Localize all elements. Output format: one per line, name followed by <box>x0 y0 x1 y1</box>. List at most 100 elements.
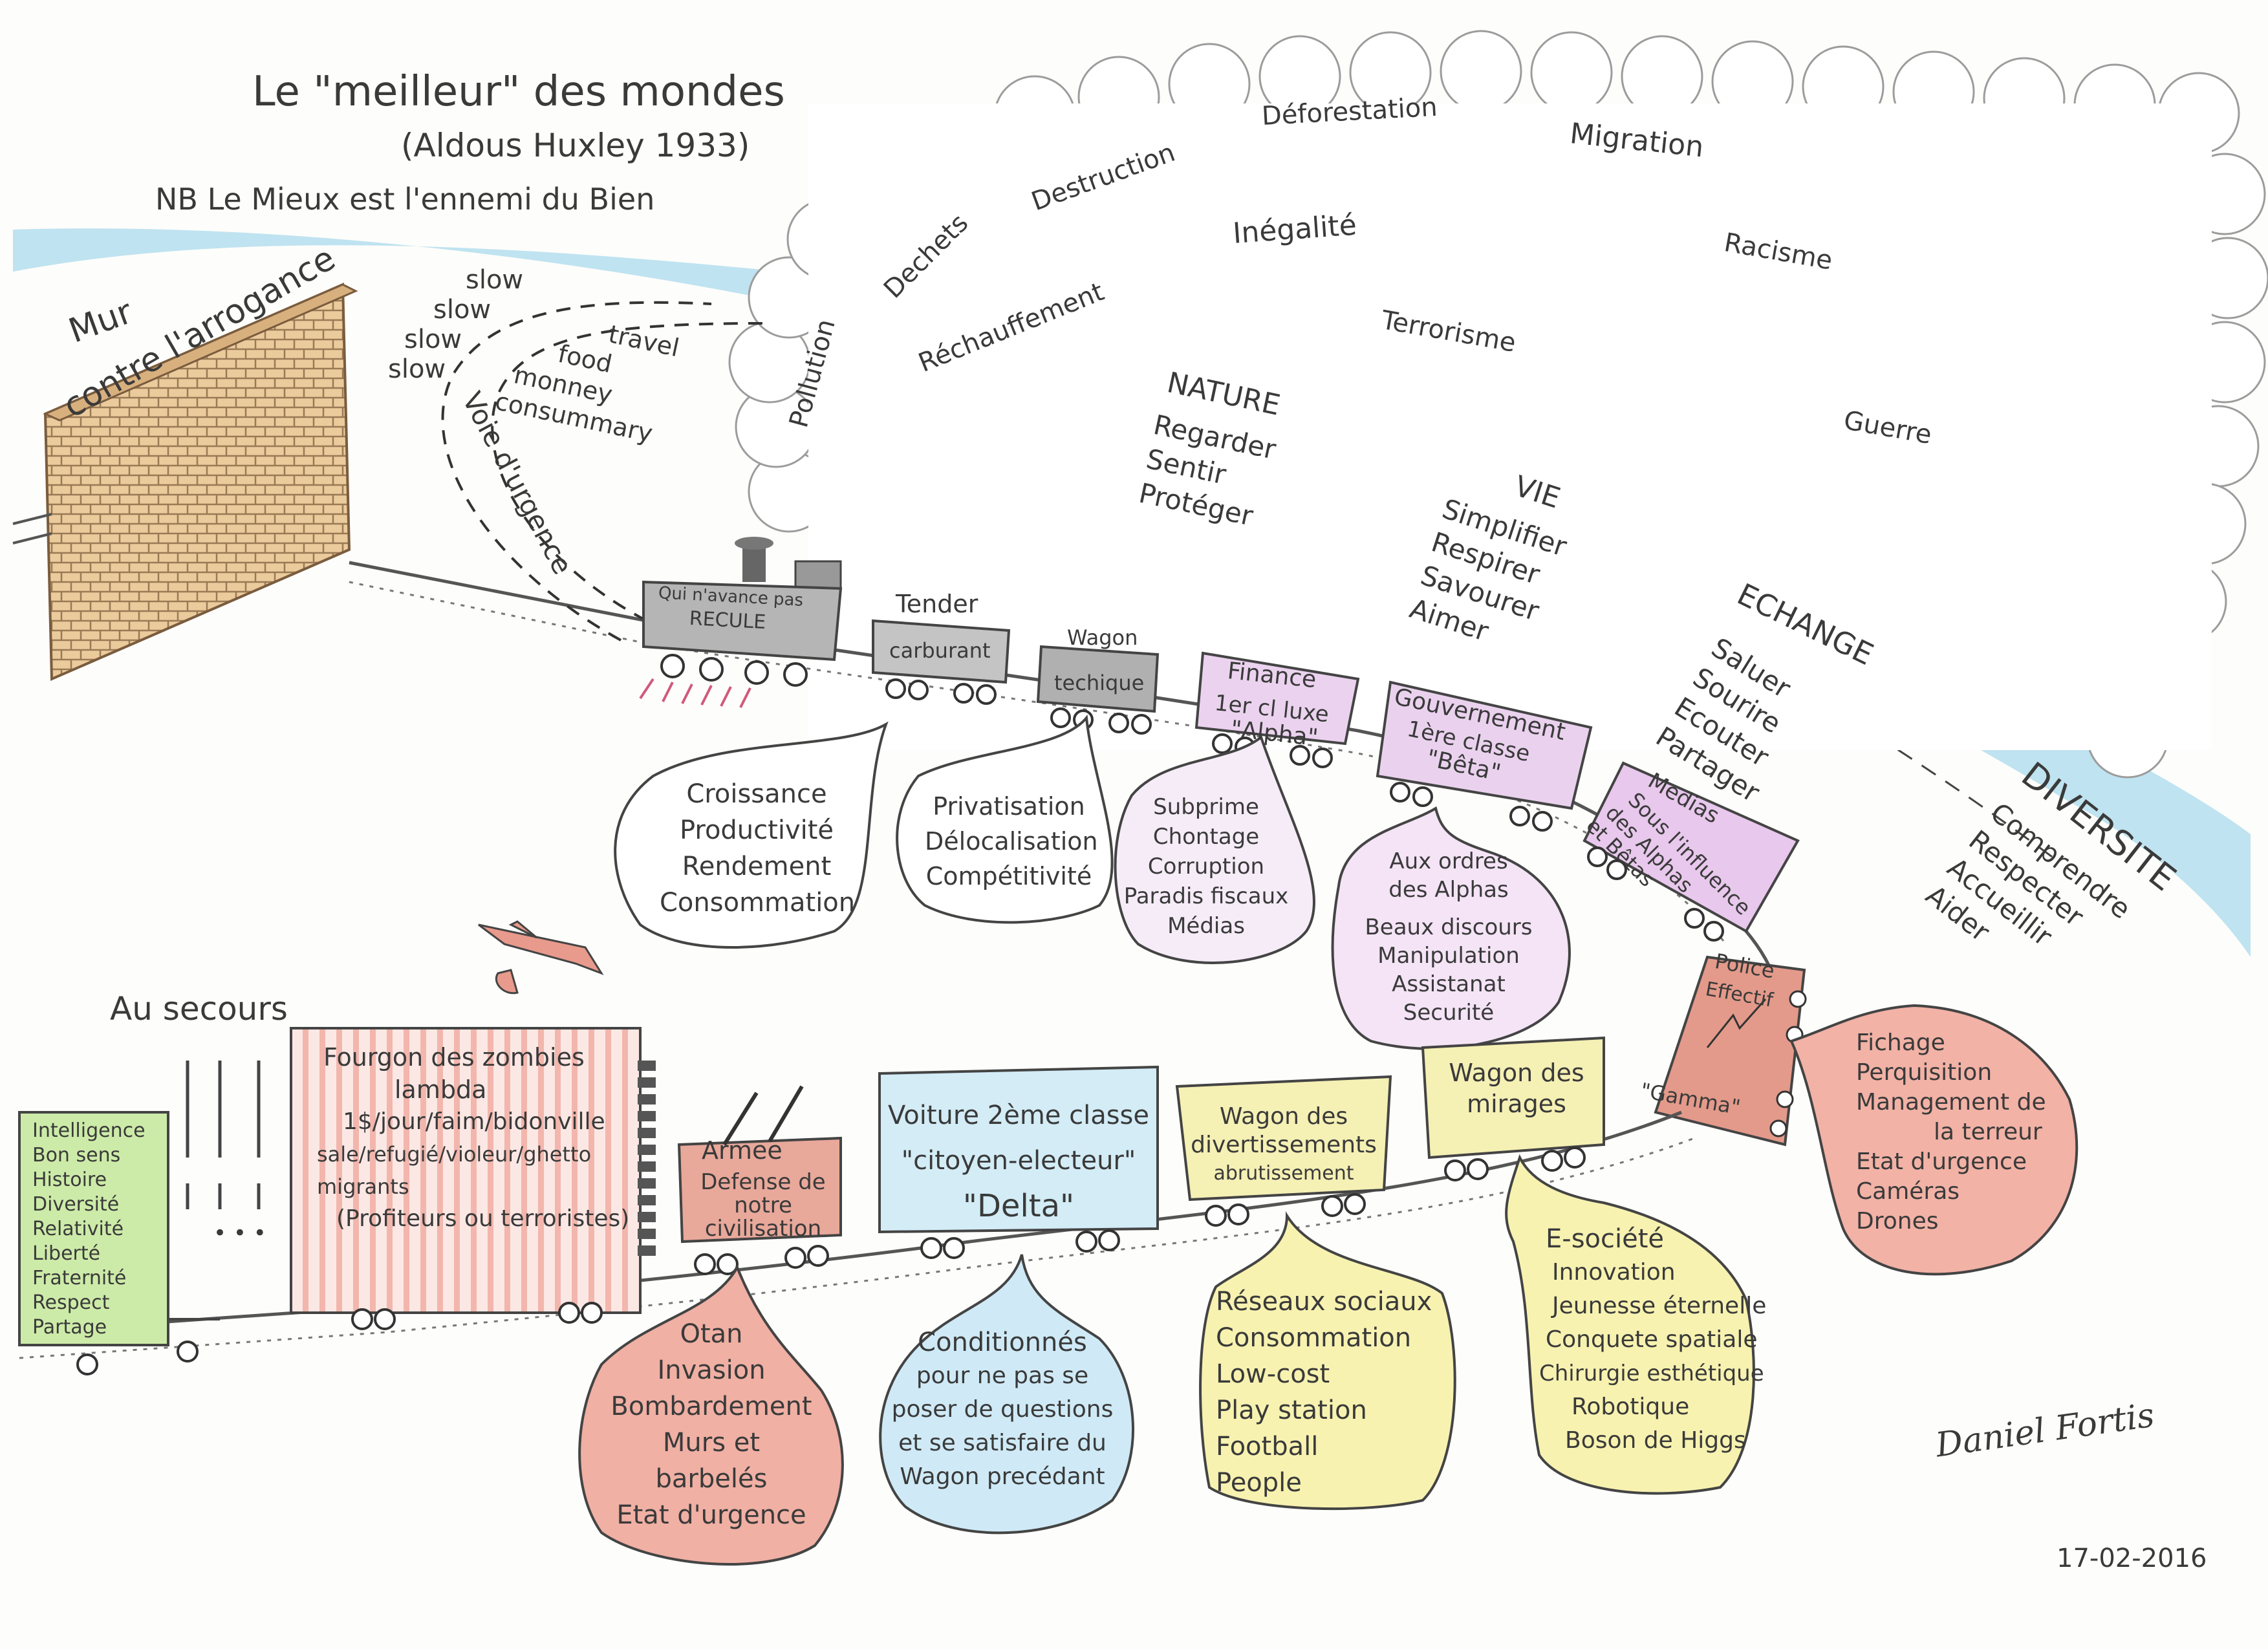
entertainment-line: abrutissement <box>1213 1162 1354 1185</box>
bubble-item: Aux ordres <box>1389 848 1508 874</box>
zombie-van-text: Fourgon des zombies lambda 1$/jour/faim/… <box>310 1041 647 1235</box>
left-track-stub <box>12 513 52 544</box>
value-item: Intelligence <box>32 1119 146 1142</box>
bubble-item: Jeunesse éternelle <box>1552 1293 1767 1319</box>
value-item: Diversité <box>32 1193 120 1216</box>
bubble-item: Beaux discours <box>1365 914 1533 940</box>
bubble-item: la terreur <box>1934 1119 2042 1145</box>
bubble-item: Consommation <box>1216 1323 1412 1353</box>
bubble-item: Paradis fiscaux <box>1123 883 1289 909</box>
bubble-croissance <box>614 721 889 949</box>
delta-line: Voiture 2ème classe <box>887 1101 1150 1130</box>
bubble-item: Invasion <box>657 1355 766 1385</box>
bubble-subprime-text: Subprime Chontage Corruption Paradis fis… <box>1122 792 1290 941</box>
bubble-police-text: Fichage Perquisition Management de la te… <box>1856 1028 2063 1236</box>
bubble-esociete-text: E-société Innovation Jeunesse éternelle … <box>1539 1222 1767 1458</box>
entertainment-line: divertissements <box>1191 1132 1377 1158</box>
bubble-police <box>1789 1004 2079 1276</box>
army-line: notre <box>734 1192 792 1218</box>
tender-label: carburant <box>889 638 991 663</box>
date-label: 17-02-2016 <box>2057 1544 2207 1573</box>
mirage-wagon <box>1421 1036 1605 1181</box>
slow-word: slow <box>433 295 491 325</box>
army-line: Defense de <box>700 1169 826 1195</box>
bubble-croissance-text: Croissance Productivité Rendement Consom… <box>660 776 856 921</box>
au-secours-label: Au secours <box>110 990 288 1028</box>
bubble-item: Médias <box>1167 913 1245 939</box>
army-line: civilisation <box>704 1216 822 1242</box>
bubble-item: Chirurgie esthétique <box>1539 1361 1764 1386</box>
locomotive <box>639 537 843 708</box>
tech-wagon-label: techique <box>1054 671 1145 695</box>
value-item: Fraternité <box>32 1267 127 1289</box>
bubble-item: Consommation <box>660 888 856 918</box>
bubble-privatisation <box>896 714 1114 924</box>
bubble-item: Manipulation <box>1377 943 1520 969</box>
value-item: Respect <box>32 1291 110 1314</box>
values-wagon-list: Intelligence Bon sens Histoire Diversité… <box>32 1119 175 1340</box>
bubble-item: Wagon precédant <box>900 1463 1105 1490</box>
bubble-item: Compétitivité <box>925 862 1092 890</box>
slow-word: slow <box>466 265 524 295</box>
bubble-item: Rendement <box>682 852 832 881</box>
value-item: Relativité <box>32 1218 124 1240</box>
bubble-item: People <box>1216 1468 1302 1498</box>
delta-line: "Delta" <box>962 1188 1075 1224</box>
zombie-line: 1$/jour/faim/bidonville <box>343 1108 605 1135</box>
bubble-item: Caméras <box>1856 1178 1960 1205</box>
tender-title: Tender <box>896 590 978 618</box>
bubble-item: Chontage <box>1152 824 1260 850</box>
bubble-item: Robotique <box>1571 1394 1690 1420</box>
bubble-reseaux-text: Réseaux sociaux Consommation Low-cost Pl… <box>1216 1284 1449 1501</box>
bubble-item: Etat d'urgence <box>616 1500 806 1530</box>
page-subtitle: (Aldous Huxley 1933) <box>401 127 750 164</box>
zombie-line: sale/refugié/violeur/ghetto <box>317 1142 592 1167</box>
bubble-item: Croissance <box>686 779 827 809</box>
bubble-subprime <box>1114 735 1315 964</box>
bubble-conditionnes-text: Conditionnés pour ne pas se poser de que… <box>880 1326 1125 1494</box>
smoke-word-inegalite: Inégalité <box>1231 208 1358 250</box>
zombie-van <box>290 1027 656 1330</box>
bubble-item: poser de questions <box>891 1396 1114 1423</box>
bubble-item: Etat d'urgence <box>1856 1148 2027 1175</box>
delta-wagon-text: Voiture 2ème classe "citoyen-electeur" "… <box>880 1093 1158 1229</box>
bubble-alphas-text: Aux ordres des Alphas Beaux discours Man… <box>1345 847 1552 1027</box>
bubble-item: des Alphas <box>1388 877 1509 903</box>
bubble-item: Drones <box>1856 1208 1939 1234</box>
values-wagon <box>18 1111 220 1375</box>
army-text: Defense de notre civilisation <box>686 1170 841 1240</box>
bubble-item: Corruption <box>1147 854 1265 879</box>
value-item: Liberté <box>32 1242 101 1265</box>
bubble-item: barbelés <box>655 1464 768 1494</box>
bubble-item: Low-cost <box>1216 1359 1330 1389</box>
delta-line: "citoyen-electeur" <box>901 1146 1136 1176</box>
tender-wagon <box>872 619 1011 705</box>
drone <box>478 920 604 995</box>
zombie-line: (Profiteurs ou terroristes) <box>336 1205 630 1232</box>
page-title: Le "meilleur" des mondes <box>252 68 785 116</box>
slow-word: slow <box>388 354 446 384</box>
bubble-reseaux <box>1199 1211 1456 1511</box>
bubble-item: Réseaux sociaux <box>1216 1287 1432 1317</box>
mirage-wagon-text: Wagon des mirages <box>1429 1057 1604 1119</box>
bubble-item: Perquisition <box>1856 1059 1993 1086</box>
bubble-otan-text: Otan Invasion Bombardement Murs et barbe… <box>601 1316 821 1533</box>
government-wagon <box>1376 680 1593 832</box>
separator-dots: • • • <box>213 1220 266 1246</box>
locomotive-label-2: RECULE <box>689 607 767 634</box>
mirage-line: Wagon des <box>1449 1059 1584 1087</box>
value-item: Histoire <box>32 1169 107 1191</box>
bubble-item: Boson de Higgs <box>1565 1427 1746 1454</box>
bubble-privatisation-text: Privatisation Délocalisation Compétitivi… <box>925 789 1098 894</box>
entertainment-line: Wagon des <box>1219 1103 1348 1130</box>
zombie-line: migrants <box>317 1174 409 1199</box>
tech-wagon-title: Wagon <box>1067 625 1138 650</box>
police-wagon <box>1654 955 1807 1147</box>
bubble-item: Murs et <box>662 1428 761 1458</box>
slow-words: slow slow slow slow <box>388 265 523 384</box>
army-wagon <box>677 1085 842 1275</box>
emergency-track <box>441 301 712 641</box>
bubble-item: et se satisfaire du <box>898 1430 1107 1456</box>
slow-word: slow <box>404 325 462 354</box>
